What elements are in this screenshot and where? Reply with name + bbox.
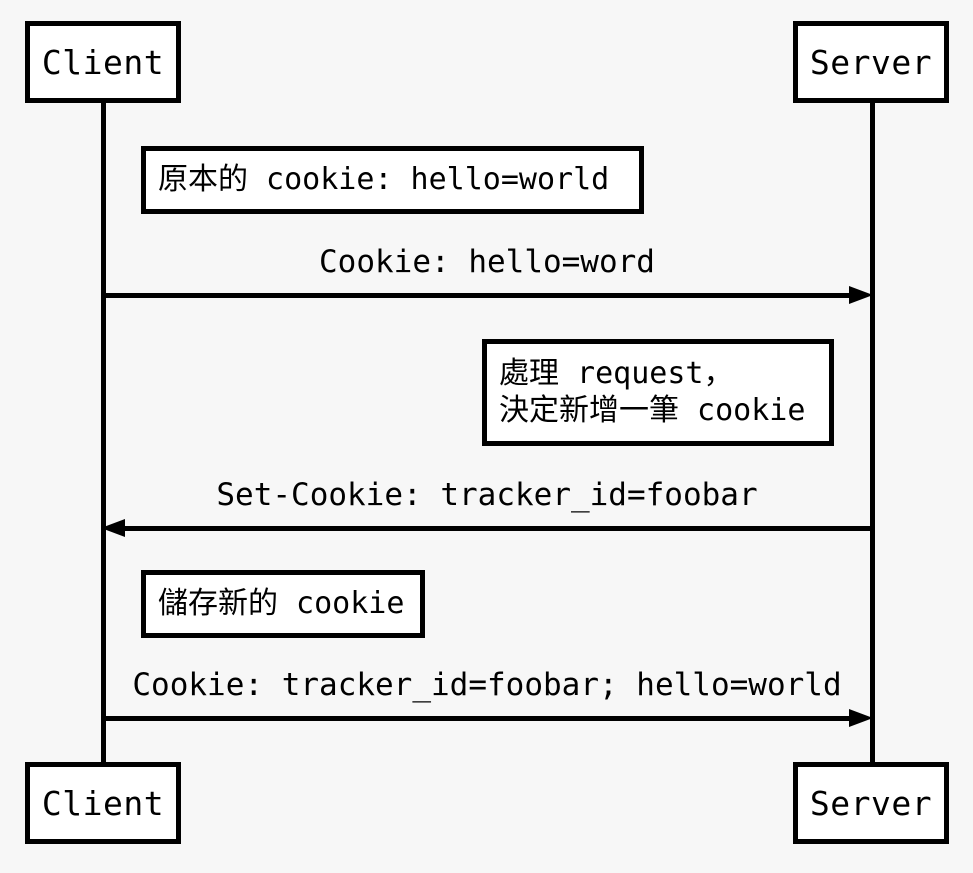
note-process-request-line-1: 處理 request， (499, 355, 734, 391)
arrowhead-right-icon (849, 709, 873, 727)
message-label-request-cookie: Cookie: hello=word (319, 244, 655, 280)
participant-client-top[interactable]: Client (25, 21, 181, 103)
message-label-request-both: Cookie: tracker_id=foobar; hello=world (132, 667, 842, 703)
note-original-cookie[interactable]: 原本的 cookie: hello=world (141, 146, 644, 214)
arrowhead-left-icon (101, 519, 125, 537)
message-line-request-both (101, 716, 850, 721)
message-line-set-cookie (124, 526, 873, 531)
note-store-cookie[interactable]: 儲存新的 cookie (141, 570, 425, 638)
participant-server-bottom[interactable]: Server (793, 762, 949, 844)
lifeline-client (101, 101, 106, 764)
participant-server-top-label: Server (809, 42, 933, 82)
message-line-request-cookie (101, 293, 850, 298)
participant-client-bottom[interactable]: Client (25, 762, 181, 844)
arrowhead-right-icon (849, 286, 873, 304)
participant-client-top-label: Client (41, 42, 165, 82)
note-original-cookie-line-1: 原本的 cookie: hello=world (158, 161, 610, 197)
note-process-request-line-2: 決定新增一筆 cookie (499, 392, 806, 428)
lifeline-server (870, 101, 875, 764)
message-label-set-cookie: Set-Cookie: tracker_id=foobar (216, 477, 758, 513)
note-process-request[interactable]: 處理 request， 決定新增一筆 cookie (482, 339, 834, 446)
participant-server-bottom-label: Server (809, 783, 933, 823)
participant-server-top[interactable]: Server (793, 21, 949, 103)
note-store-cookie-line-1: 儲存新的 cookie (158, 585, 405, 621)
participant-client-bottom-label: Client (41, 783, 165, 823)
